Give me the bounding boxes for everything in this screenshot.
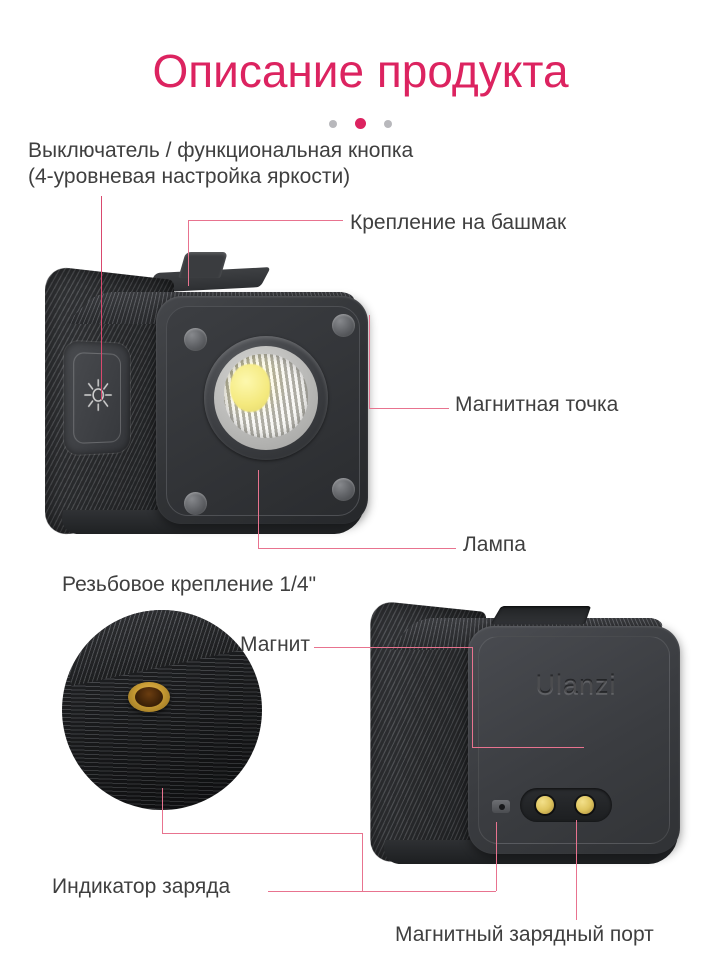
product-image-thread-closeup	[62, 610, 262, 810]
callout-lamp: Лампа	[463, 533, 526, 556]
magnetic-charging-port-pad	[520, 788, 612, 822]
leader-line-charge-horizontal	[268, 891, 496, 892]
magnetic-dot-bottom-right	[332, 478, 355, 501]
callout-power-button: Выключатель / функциональная кнопка (4-у…	[28, 139, 414, 188]
leader-line-lamp-horizontal	[258, 548, 456, 549]
thread-closeup-edge	[62, 610, 262, 687]
leader-line-magnet-horizontal-2	[472, 747, 584, 748]
leader-line-thread-vertical	[162, 788, 163, 833]
magnetic-dot-bottom-left	[184, 492, 207, 515]
leader-line-lamp-vertical	[258, 470, 259, 548]
leader-line-magdot-horizontal	[369, 408, 449, 409]
brightness-sun-icon	[82, 375, 114, 414]
quarter-inch-thread-hole	[135, 687, 163, 707]
page-title: Описание продукта	[152, 45, 569, 97]
charge-indicator-led	[492, 800, 510, 813]
charging-pin-2	[576, 796, 594, 814]
callout-thread-mount: Резьбовое крепление 1/4"	[62, 573, 317, 596]
callout-shoe-mount: Крепление на башмак	[350, 211, 567, 234]
leader-line-magdot-vertical	[369, 315, 370, 408]
leader-line-shoe-vertical	[188, 220, 189, 286]
callout-charging-port: Магнитный зарядный порт	[395, 923, 654, 946]
leader-line-thread-vertical-2	[362, 833, 363, 891]
product-image-front-view	[44, 252, 374, 550]
callout-magnetic-point: Магнитная точка	[455, 393, 619, 416]
leader-line-port-vertical	[576, 820, 577, 920]
leader-line-shoe-horizontal	[188, 220, 343, 221]
product-image-back-view: Ulanzi	[368, 586, 688, 872]
callout-charge-indicator: Индикатор заряда	[52, 875, 231, 898]
callout-magnet: Магнит	[240, 633, 311, 656]
pagination-dot-2[interactable]	[355, 118, 366, 129]
pagination-dots	[0, 118, 721, 129]
brand-logo: Ulanzi	[535, 670, 617, 700]
leader-line-magnet-vertical	[472, 647, 473, 747]
leader-line-magnet-horizontal	[314, 647, 472, 648]
back-cube-shoe-slot	[490, 605, 592, 625]
pagination-dot-3[interactable]	[384, 119, 392, 128]
cold-shoe-tab	[178, 252, 228, 278]
pagination-dot-1[interactable]	[329, 119, 337, 128]
leader-line-power-button	[101, 196, 102, 400]
magnetic-dot-top-left	[184, 328, 207, 351]
leader-line-charge-vertical	[496, 822, 497, 891]
cob-led-phosphor	[230, 364, 270, 412]
magnetic-dot-top-right	[332, 314, 355, 337]
charging-pin-1	[536, 796, 554, 814]
leader-line-thread-horizontal	[162, 833, 362, 834]
